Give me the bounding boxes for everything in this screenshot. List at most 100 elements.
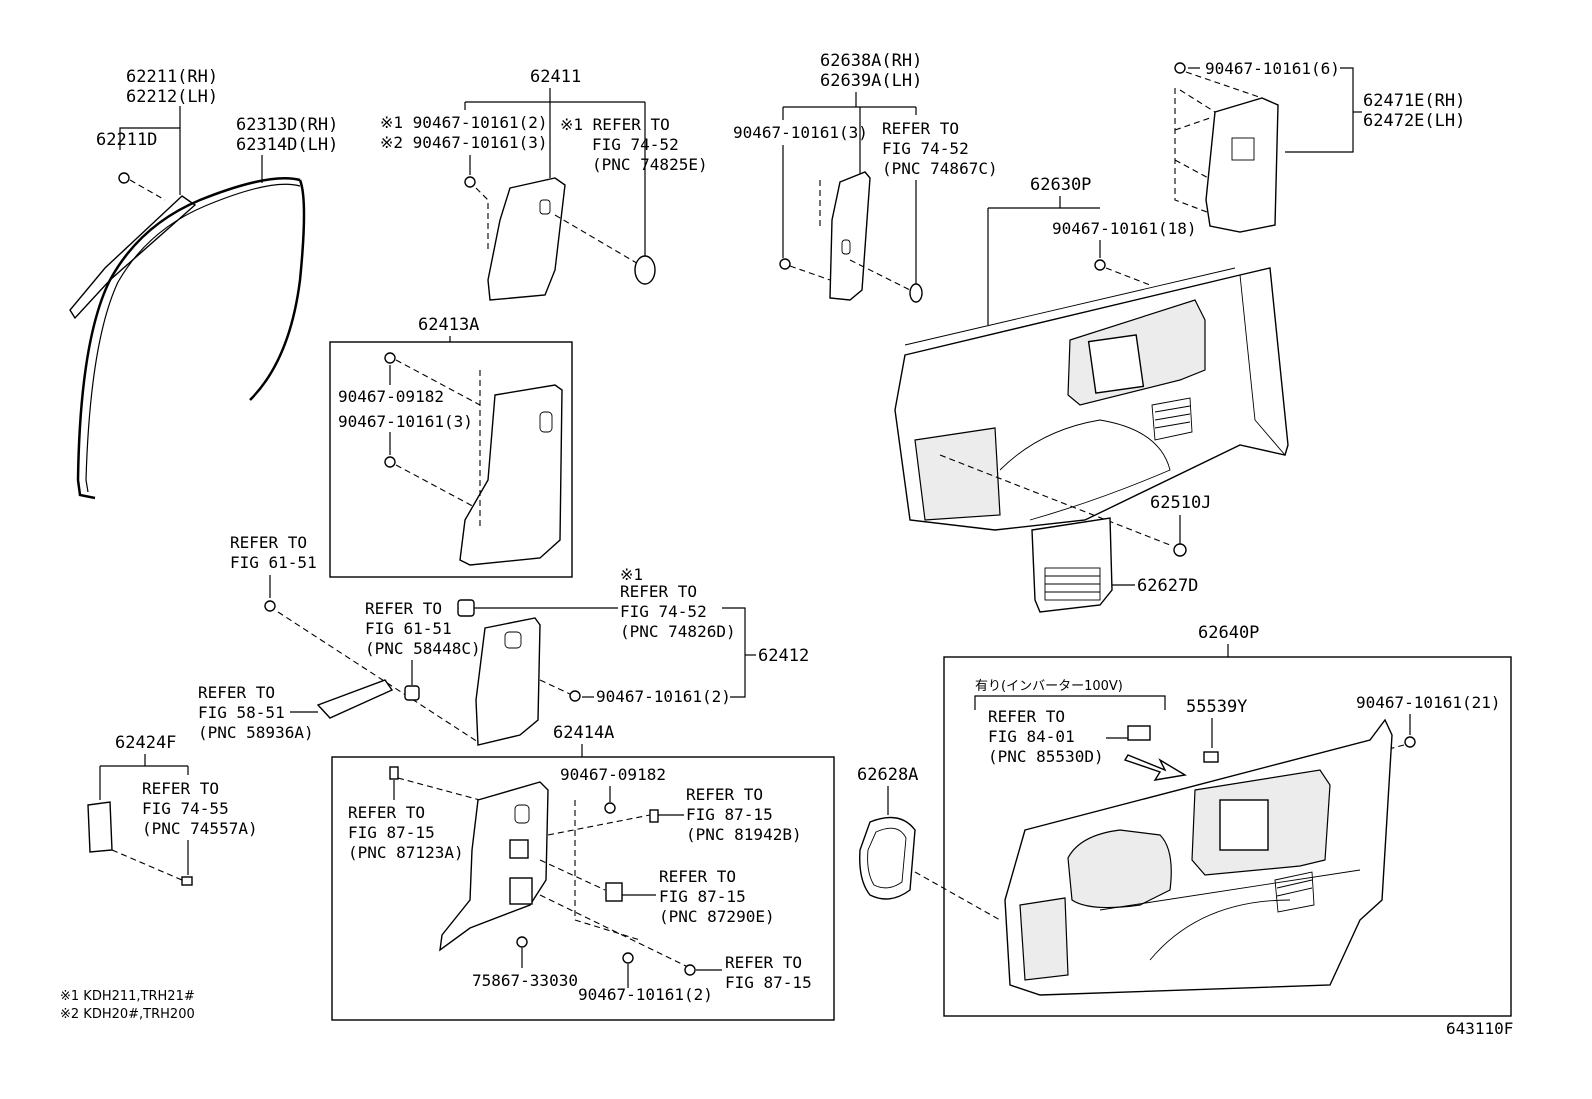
window-pocket bbox=[1087, 334, 1145, 394]
clip-icon bbox=[118, 172, 130, 184]
vent-grille bbox=[1151, 397, 1193, 441]
screw-icon bbox=[516, 936, 528, 948]
label-refer-85530d-3: (PNC 85530D) bbox=[988, 747, 1104, 766]
label-refer-61-51-a1: REFER TO bbox=[230, 533, 307, 552]
clip-icon bbox=[622, 952, 634, 964]
label-refer-87123a-3: (PNC 87123A) bbox=[348, 843, 464, 862]
label-refer-74867c-1: REFER TO bbox=[882, 119, 959, 138]
dashed-link bbox=[547, 814, 651, 836]
label-refer-58448c-2: FIG 61-51 bbox=[365, 619, 452, 638]
hook-icon bbox=[457, 599, 475, 617]
label-refer-74825e-2: FIG 74-52 bbox=[592, 135, 679, 154]
label-refer-58448c-1: REFER TO bbox=[365, 599, 442, 618]
label-refer-87123a-2: FIG 87-15 bbox=[348, 823, 435, 842]
pillar-garnish-62411 bbox=[487, 177, 566, 301]
dashed-link bbox=[539, 679, 571, 695]
window-pocket-62640p bbox=[1219, 799, 1269, 851]
clip-icon bbox=[384, 456, 396, 468]
speaker-opening-62640p bbox=[1019, 897, 1069, 981]
label-refer-58936a-1: REFER TO bbox=[198, 683, 275, 702]
label-refer-74867c-2: FIG 74-52 bbox=[882, 139, 969, 158]
vent-line bbox=[1154, 413, 1191, 421]
label-inverter: 有り(インバーター100V) bbox=[975, 679, 1123, 694]
clip-icon bbox=[779, 258, 791, 270]
label-62639a: 62639A(LH) bbox=[820, 71, 922, 91]
bolt-icon bbox=[264, 600, 276, 612]
label-62638a: 62638A(RH) bbox=[820, 51, 922, 71]
clip-icon bbox=[1174, 62, 1186, 74]
dashed-link bbox=[1174, 88, 1216, 216]
label-refer-87290e-2: FIG 87-15 bbox=[659, 887, 746, 906]
label-refer-61-51-a2: FIG 61-51 bbox=[230, 553, 317, 572]
garnish-62413a bbox=[459, 384, 563, 566]
label-refer-74826d-3: (PNC 74826D) bbox=[620, 622, 736, 641]
label-62412-clip: 90467-10161(2) bbox=[596, 687, 731, 706]
label-refer-74826d-1: REFER TO bbox=[620, 582, 697, 601]
clip-icon bbox=[604, 802, 616, 814]
vent-line bbox=[1154, 421, 1191, 429]
clip-icon bbox=[649, 809, 659, 823]
label-refer-87123a-1: REFER TO bbox=[348, 803, 425, 822]
wheel-arch bbox=[1149, 899, 1291, 961]
label-refer-74825e-3: (PNC 74825E) bbox=[592, 155, 708, 174]
label-refer-74826d-2: FIG 74-52 bbox=[620, 602, 707, 621]
label-refer-58448c-3: (PNC 58448C) bbox=[365, 639, 481, 658]
label-refer-81942b-1: REFER TO bbox=[686, 785, 763, 804]
detail-box-62640p bbox=[943, 656, 1512, 1017]
label-62640-clip: 90467-10161(21) bbox=[1356, 693, 1501, 712]
label-s1-90467-2: ※1 90467-10161(2) bbox=[380, 113, 548, 132]
vent-line bbox=[1154, 405, 1191, 413]
handle-58936a bbox=[316, 679, 394, 719]
label-75867: 75867-33030 bbox=[472, 971, 578, 990]
bracket-icon bbox=[509, 839, 529, 859]
hook-icon bbox=[634, 255, 656, 285]
note-kdh20: ※2 KDH20#,TRH200 bbox=[60, 1007, 195, 1022]
label-62413a-clip2: 90467-10161(3) bbox=[338, 412, 473, 431]
dashed-link bbox=[789, 265, 831, 281]
clip-icon bbox=[1404, 736, 1416, 748]
vent-line bbox=[1276, 887, 1313, 897]
label-refer-74557a-3: (PNC 74557A) bbox=[142, 819, 258, 838]
slot bbox=[539, 199, 551, 215]
cover-62627d bbox=[1031, 517, 1113, 613]
cover-inner bbox=[867, 827, 907, 889]
label-s1-mark: ※1 bbox=[620, 565, 643, 584]
label-62471-clip: 90467-10161(6) bbox=[1205, 59, 1340, 78]
bracket-icon bbox=[509, 877, 533, 905]
clip-icon bbox=[1094, 259, 1106, 271]
label-62314d: 62314D(LH) bbox=[236, 135, 338, 155]
figure-id: 643110F bbox=[1446, 1019, 1513, 1038]
label-62471e: 62471E(RH) bbox=[1363, 91, 1465, 111]
label-refer-87290e-3: (PNC 87290E) bbox=[659, 907, 775, 926]
label-refer-81942b-3: (PNC 81942B) bbox=[686, 825, 802, 844]
part-62424f bbox=[87, 801, 113, 853]
label-refer-85530d-2: FIG 84-01 bbox=[988, 727, 1075, 746]
label-62628a: 62628A bbox=[857, 765, 918, 785]
label-62630-clip: 90467-10161(18) bbox=[1052, 219, 1197, 238]
dashed-link bbox=[939, 454, 1171, 546]
leader bbox=[974, 695, 1166, 710]
dashed-link bbox=[539, 894, 691, 969]
dashed-link bbox=[914, 871, 1001, 921]
dashed-link bbox=[475, 187, 489, 250]
note-kdh211: ※1 KDH211,TRH21# bbox=[60, 989, 195, 1004]
label-refer-85530d-1: REFER TO bbox=[988, 707, 1065, 726]
label-s2-90467-3: ※2 90467-10161(3) bbox=[380, 133, 548, 152]
clip-icon bbox=[389, 766, 399, 780]
label-62424f: 62424F bbox=[115, 733, 176, 753]
bracket-icon bbox=[605, 882, 623, 902]
dashed-link bbox=[111, 849, 183, 881]
weatherstrip-inner bbox=[85, 183, 301, 493]
dashed-link bbox=[554, 214, 641, 266]
label-62414a: 62414A bbox=[553, 723, 614, 743]
edge bbox=[904, 267, 1236, 346]
label-refer-87290e-1: REFER TO bbox=[659, 867, 736, 886]
leader-62211 bbox=[119, 127, 181, 195]
leader bbox=[722, 607, 746, 698]
label-62212lh: 62212(LH) bbox=[126, 87, 218, 107]
label-refer-74825e-1: ※1 REFER TO bbox=[560, 115, 670, 134]
detail-box-62414a bbox=[331, 756, 835, 1021]
label-refer-87-15-d1: REFER TO bbox=[725, 953, 802, 972]
label-refer-58936a-3: (PNC 58936A) bbox=[198, 723, 314, 742]
